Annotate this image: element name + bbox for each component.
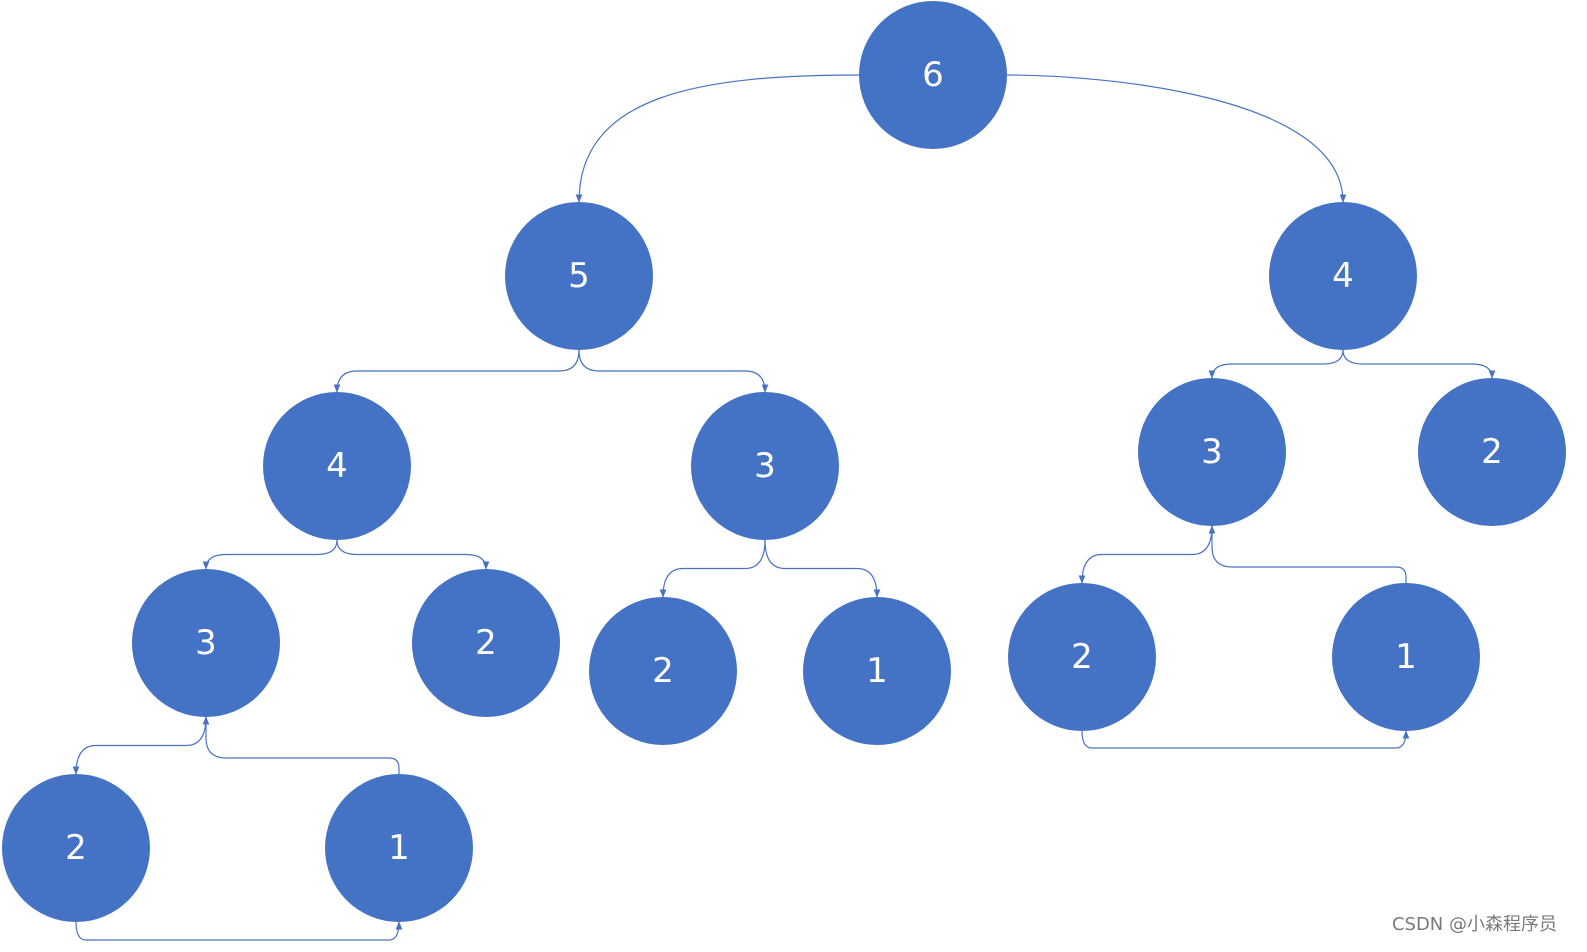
node-label: 4	[1332, 256, 1354, 296]
edge-n4r-to-n3r	[1208, 349, 1344, 379]
edge-n3m-to-n2m	[659, 539, 766, 598]
nodes-layer: 6 5 4 4 3 3 2 3 2 2 1 2 1 2 1	[2, 1, 1566, 922]
edge-n3r-to-n2rr	[1078, 525, 1213, 584]
node-circle	[263, 392, 411, 540]
node-label: 1	[866, 651, 888, 691]
node-label: 5	[568, 256, 590, 296]
node-label: 3	[754, 446, 776, 486]
node-label: 1	[388, 828, 410, 868]
node-label: 2	[652, 651, 674, 691]
node-label: 6	[922, 55, 944, 95]
node-label: 4	[326, 446, 348, 486]
node-label: 2	[475, 623, 497, 663]
node-label: 2	[1481, 432, 1503, 472]
node-circle	[1418, 378, 1566, 526]
node-circle	[691, 392, 839, 540]
node-circle	[1138, 378, 1286, 526]
node-circle	[803, 597, 951, 745]
tree-node-n2rr: 2	[1008, 583, 1156, 731]
edge-n6-to-n5	[575, 74, 860, 203]
node-label: 3	[195, 623, 217, 663]
edge-n5-to-n3m	[578, 349, 769, 393]
edge-n6-to-n4r	[1006, 74, 1347, 203]
tree-node-n1rr: 1	[1332, 583, 1480, 731]
tree-node-n4l: 4	[263, 392, 411, 540]
edge-n4r-to-n2r	[1342, 349, 1496, 379]
tree-node-n5: 5	[505, 202, 653, 350]
tree-node-n3r: 3	[1138, 378, 1286, 526]
node-circle	[325, 774, 473, 922]
edge-n2rr-to-n1rr	[1081, 730, 1410, 749]
node-circle	[132, 569, 280, 717]
node-circle	[2, 774, 150, 922]
edge-n4l-to-n3l	[202, 539, 338, 570]
edge-n1ll-to-n3l	[202, 716, 400, 774]
node-label: 1	[1395, 637, 1417, 677]
tree-node-n2l: 2	[412, 569, 560, 717]
edge-n1rr-to-n3r	[1208, 525, 1407, 583]
node-circle	[1332, 583, 1480, 731]
node-circle	[589, 597, 737, 745]
node-label: 2	[65, 828, 87, 868]
tree-node-n3l: 3	[132, 569, 280, 717]
tree-node-n2ll: 2	[2, 774, 150, 922]
tree-node-n1m: 1	[803, 597, 951, 745]
edge-n4l-to-n2l	[336, 539, 490, 570]
node-circle	[412, 569, 560, 717]
tree-node-n4r: 4	[1269, 202, 1417, 350]
node-circle	[1008, 583, 1156, 731]
tree-node-n2r: 2	[1418, 378, 1566, 526]
node-circle	[505, 202, 653, 350]
node-circle	[1269, 202, 1417, 350]
tree-node-n3m: 3	[691, 392, 839, 540]
edge-n5-to-n4l	[333, 349, 580, 393]
tree-node-n1ll: 1	[325, 774, 473, 922]
edge-n2ll-to-n1ll	[75, 921, 403, 941]
node-circle	[859, 1, 1007, 149]
edge-n3m-to-n1m	[764, 539, 881, 598]
watermark-text: CSDN @小森程序员	[1391, 914, 1557, 935]
edge-n3l-to-n2ll	[72, 716, 207, 775]
edges-layer	[72, 74, 1496, 941]
tree-node-n6: 6	[859, 1, 1007, 149]
node-label: 3	[1201, 432, 1223, 472]
node-label: 2	[1071, 637, 1093, 677]
tree-node-n2m: 2	[589, 597, 737, 745]
